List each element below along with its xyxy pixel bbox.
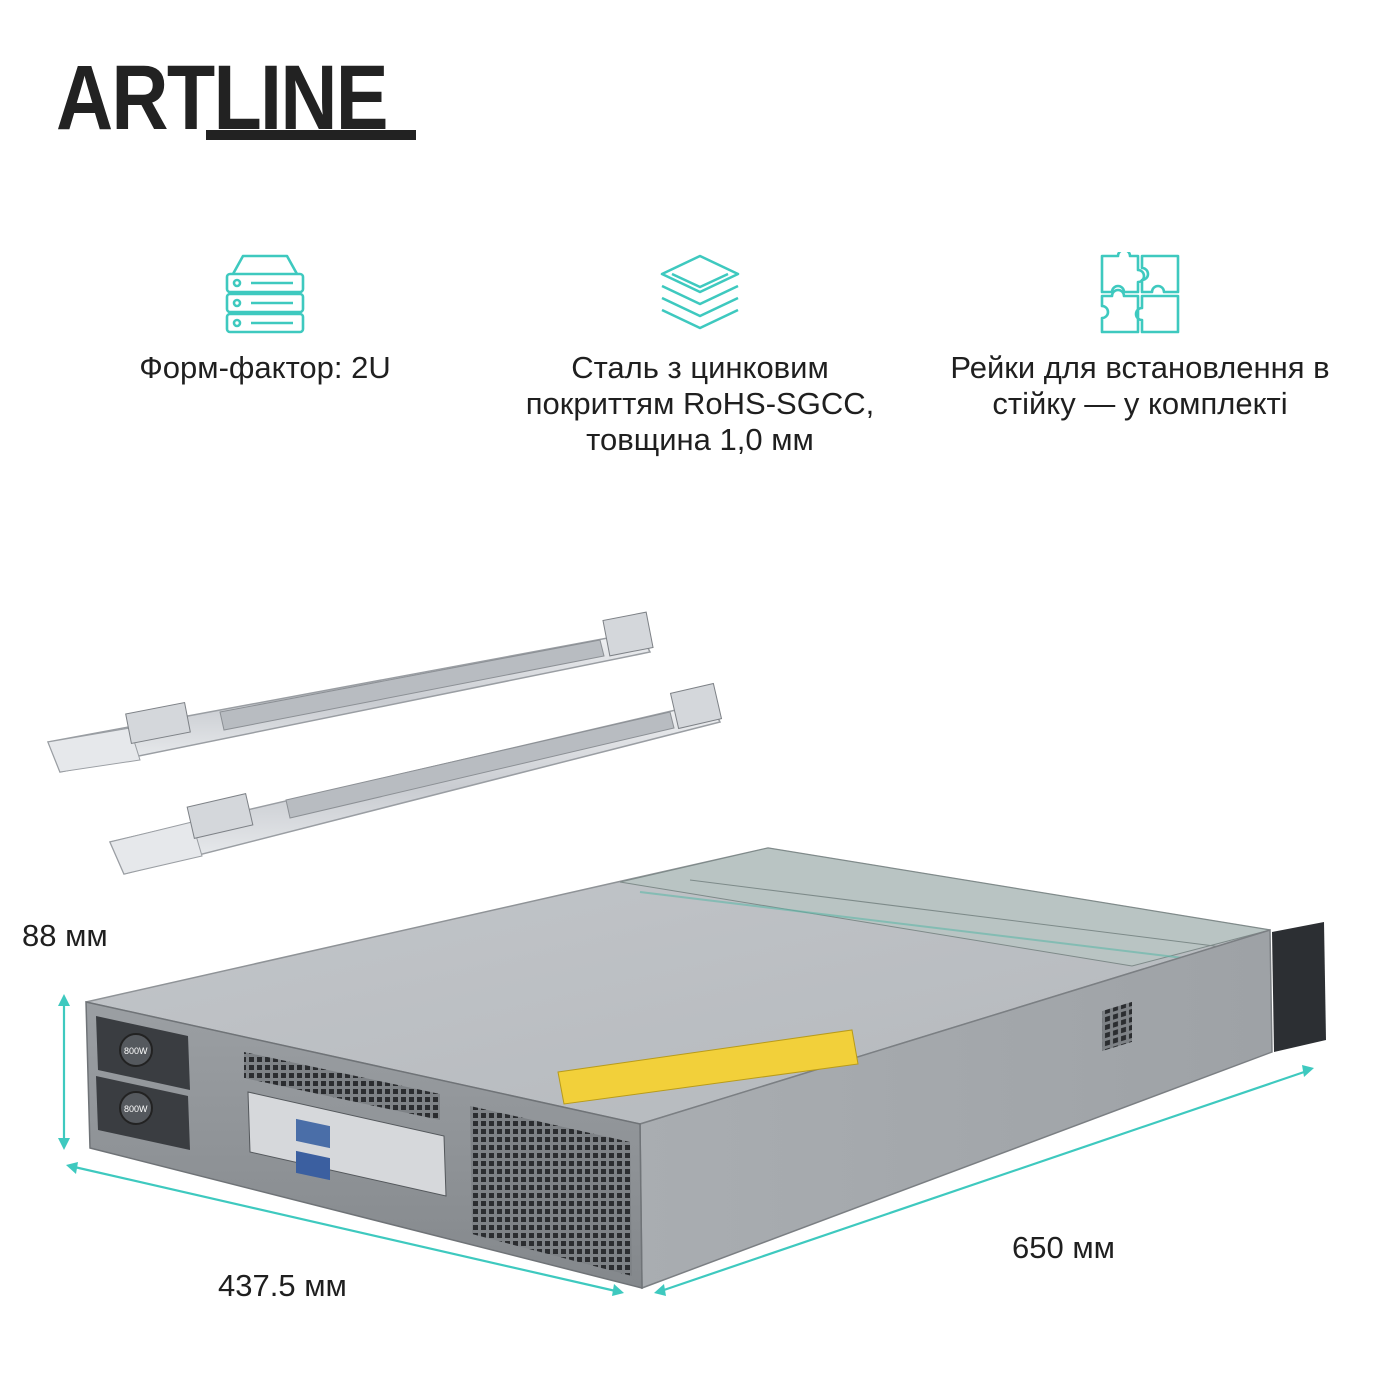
dimension-height-label: 88 мм [22, 918, 108, 953]
feature-form-factor-text: Форм-фактор: 2U [139, 350, 391, 385]
feature-rails-text: Рейки для встановлення в стійку — у комп… [950, 350, 1330, 421]
feature-steel: Сталь з цинковим покриттям RoHS-SGCC, то… [520, 252, 880, 458]
psu-label-top: 800W [124, 1046, 148, 1056]
logo-text: ARTLINE [56, 47, 389, 149]
dimension-arrows [58, 994, 1314, 1296]
server-rack-icon [225, 254, 305, 334]
psu-label-bottom: 800W [124, 1104, 148, 1114]
dimension-width-label: 437.5 мм [218, 1268, 347, 1303]
dimension-depth-label: 650 мм [1012, 1230, 1115, 1265]
feature-rails: Рейки для встановлення в стійку — у комп… [940, 252, 1340, 422]
layers-stack-icon [660, 254, 740, 330]
depth-arrow [657, 1068, 1311, 1294]
puzzle-pieces-icon [1100, 252, 1180, 334]
rack-rail-lower [108, 682, 723, 875]
rack-rail-upper [46, 611, 654, 773]
width-arrow [69, 1164, 621, 1294]
logo-underline [206, 130, 416, 140]
server-chassis: 800W 800W [85, 847, 1326, 1290]
feature-steel-text: Сталь з цинковим покриттям RoHS-SGCC, то… [525, 350, 875, 457]
artline-logo: ARTLINE [56, 52, 416, 148]
feature-form-factor: Форм-фактор: 2U [100, 252, 430, 386]
